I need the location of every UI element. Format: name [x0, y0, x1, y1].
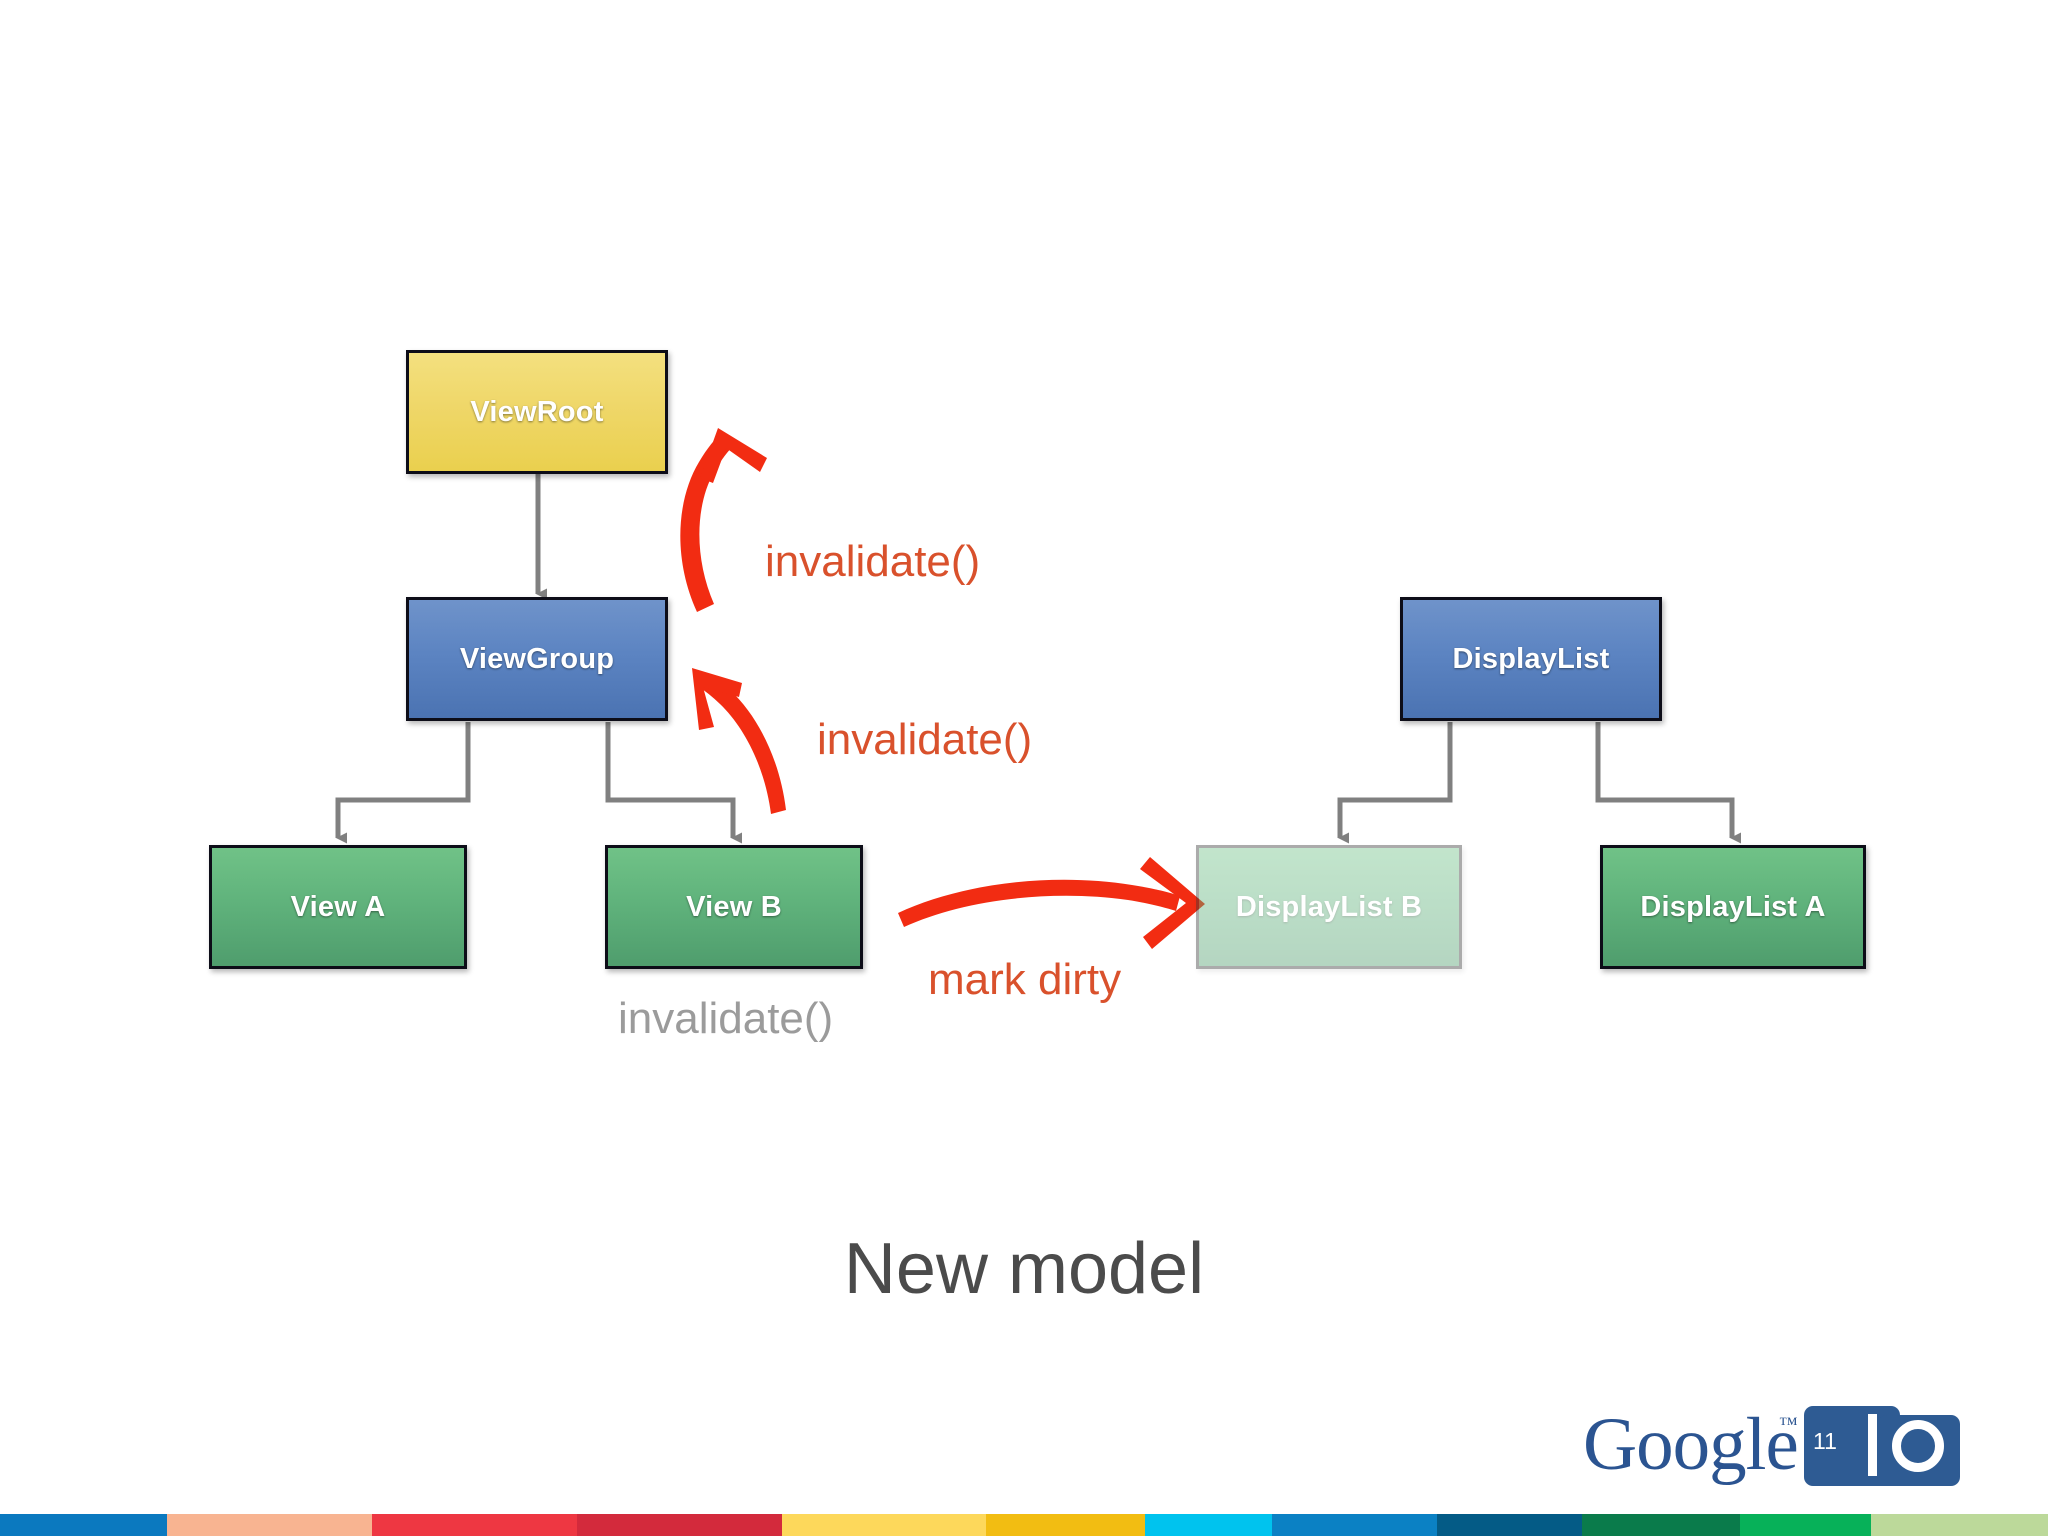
color-swatch-green: [1739, 1514, 1872, 1536]
annotation-mark-dirty: mark dirty: [928, 955, 1122, 1004]
node-displaylist-root[interactable]: DisplayList: [1400, 597, 1662, 721]
color-swatch-azure: [1272, 1514, 1437, 1536]
color-swatch-blue: [0, 1514, 168, 1536]
trademark-symbol: ™: [1779, 1414, 1798, 1435]
node-displaylist-root-label: DisplayList: [1452, 642, 1610, 675]
color-swatch-teal-green: [1582, 1514, 1740, 1536]
color-swatch-red: [371, 1514, 577, 1536]
annotation-invalidate-grey: invalidate(): [618, 994, 834, 1043]
color-swatch-peach: [167, 1514, 372, 1536]
color-swatch-deep-blue: [1436, 1514, 1583, 1536]
node-view-a[interactable]: View A: [209, 845, 467, 969]
color-swatch-yellow: [781, 1514, 986, 1536]
node-view-a-label: View A: [290, 890, 386, 923]
color-swatch-amber: [985, 1514, 1145, 1536]
slide-page-number: 11: [1813, 1428, 1837, 1454]
node-view-root-label: ViewRoot: [470, 395, 604, 428]
node-view-b[interactable]: View B: [605, 845, 863, 969]
color-swatch-light-green: [1871, 1514, 2048, 1536]
io-letter-i-icon: [1868, 1414, 1877, 1476]
color-swatch-cyan: [1144, 1514, 1272, 1536]
node-displaylist-b-label: DisplayList B: [1235, 890, 1423, 923]
google-wordmark: Google: [1583, 1403, 1799, 1486]
node-displaylist-a[interactable]: DisplayList A: [1600, 845, 1866, 969]
annotation-invalidate-viewgroup-to-viewroot: invalidate(): [765, 537, 981, 586]
node-view-group-label: ViewGroup: [459, 642, 615, 675]
google-io-logo: Google ™ 11: [1583, 1400, 1963, 1496]
node-view-root[interactable]: ViewRoot: [406, 350, 668, 474]
annotation-invalidate-viewb-to-viewgroup: invalidate(): [817, 715, 1033, 764]
bottom-color-strip: [0, 1514, 2048, 1536]
color-swatch-crimson: [576, 1514, 782, 1536]
node-displaylist-a-label: DisplayList A: [1640, 890, 1826, 923]
node-view-b-label: View B: [686, 890, 782, 923]
io-badge-icon: 11: [1804, 1406, 1960, 1486]
io-letter-o-icon: [1892, 1420, 1944, 1472]
node-view-group[interactable]: ViewGroup: [406, 597, 668, 721]
slide-caption: New model: [843, 1229, 1205, 1309]
node-displaylist-b[interactable]: DisplayList B: [1196, 845, 1462, 969]
